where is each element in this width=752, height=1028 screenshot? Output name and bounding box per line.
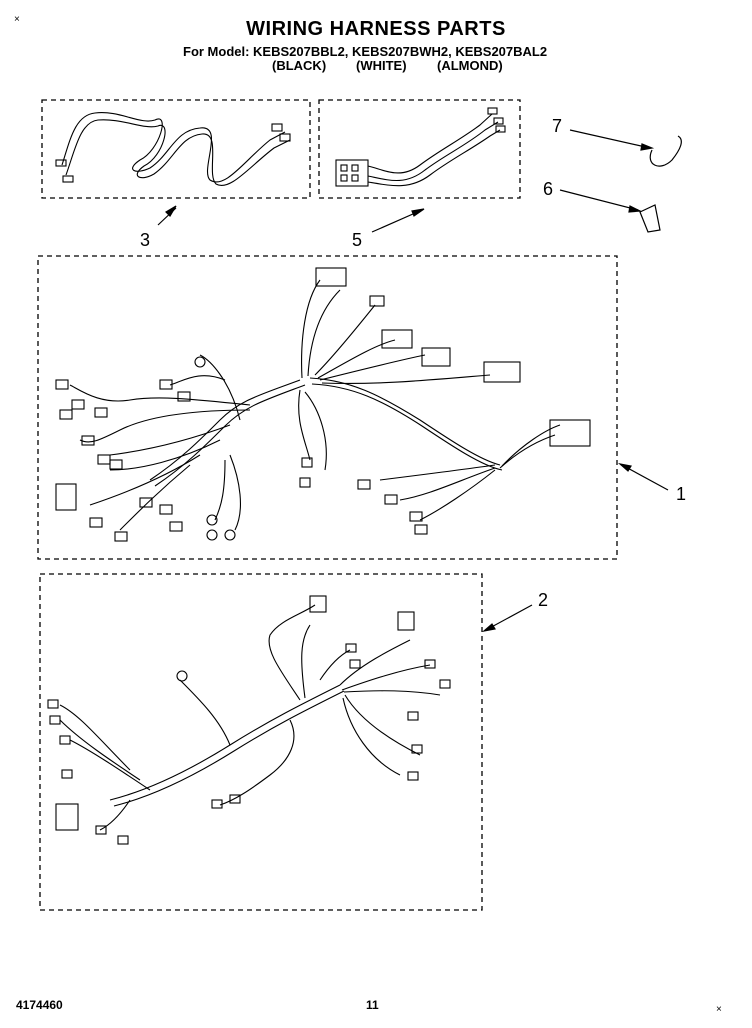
color-white: (WHITE) bbox=[356, 58, 407, 73]
box-part-1 bbox=[37, 255, 618, 560]
callout-2: 2 bbox=[538, 590, 549, 610]
box-part-3 bbox=[41, 99, 311, 199]
callout-6: 6 bbox=[543, 179, 554, 199]
corner-mark-top-left: × bbox=[14, 14, 20, 25]
color-black: (BLACK) bbox=[272, 58, 327, 73]
part-number: 4174460 bbox=[16, 998, 63, 1012]
harness-part-2 bbox=[47, 595, 451, 845]
page-title: WIRING HARNESS PARTS bbox=[246, 18, 506, 40]
harness-part-5 bbox=[335, 107, 506, 187]
callout-3: 3 bbox=[140, 230, 151, 250]
harness-part-3 bbox=[55, 112, 291, 187]
color-almond: (ALMOND) bbox=[437, 58, 503, 73]
callout-1: 1 bbox=[676, 484, 687, 504]
leader-6 bbox=[559, 189, 639, 211]
part-7-clip bbox=[649, 135, 682, 167]
leader-7 bbox=[569, 129, 651, 149]
box-part-2 bbox=[39, 573, 483, 911]
box-part-5 bbox=[318, 99, 521, 199]
part-6-clip bbox=[639, 204, 661, 233]
model-line: For Model: KEBS207BBL2, KEBS207BWH2, KEB… bbox=[183, 44, 548, 59]
callout-7: 7 bbox=[552, 116, 563, 136]
callout-5: 5 bbox=[352, 230, 363, 250]
corner-mark-bottom-right: × bbox=[716, 1004, 722, 1015]
page-number: 11 bbox=[366, 998, 379, 1012]
harness-part-1 bbox=[55, 267, 591, 542]
